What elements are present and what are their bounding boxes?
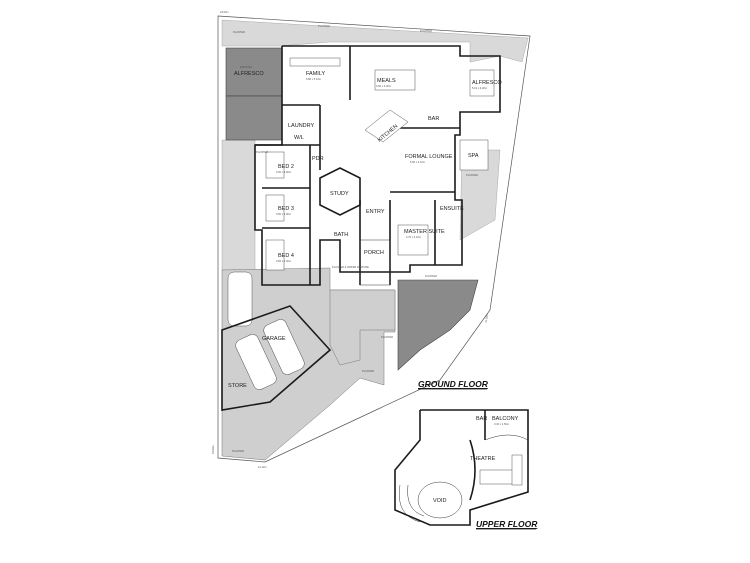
gf-outer-wall (254, 45, 501, 286)
uf-stair-2 (407, 484, 425, 517)
label-meals: MEALS (377, 78, 396, 84)
car-1 (227, 271, 253, 327)
label-formal-lounge: FORMAL LOUNGE (405, 154, 453, 160)
porch-box (359, 239, 391, 286)
label-meals-dim: 4.50 x 3.40m (376, 84, 391, 88)
paving-mid (329, 289, 396, 366)
sofa-family (289, 57, 341, 67)
uf-theatre-side (511, 454, 523, 486)
label-garage: GARAGE (262, 336, 286, 342)
planter-label: PLANTER (318, 24, 330, 28)
dark-area-left (225, 95, 283, 141)
planter-label: PLANTER (420, 29, 432, 33)
label-family-dim: 6.80 x 5.10m (306, 77, 321, 81)
label-bed4: BED 4 (278, 253, 294, 259)
label-family: FAMILY (306, 71, 325, 77)
label-laundry: LAUNDRY (288, 123, 315, 129)
planter-label: PLANTER (232, 449, 244, 453)
label-study: STUDY (330, 191, 349, 197)
planter-label: PLANTER (256, 150, 268, 154)
dim-right: 31.59m (484, 314, 489, 323)
upper-floor-title: UPPER FLOOR (476, 519, 538, 529)
planter-label: PLANTER (362, 369, 374, 373)
label-master-suite: MASTER SUITE (404, 229, 445, 235)
dim-left: 33.64m (211, 445, 215, 454)
label-bed2: BED 2 (278, 164, 294, 170)
label-bed4-dim: 3.50 x 3.40m (276, 259, 291, 263)
uf-label-balcony-dim: 3.40 x 1.50m (494, 422, 509, 426)
site-boundary (217, 15, 531, 463)
label-alfresco-right: ALFRESCO (472, 80, 502, 86)
uf-label-void: VOID (433, 498, 446, 504)
paving-left (221, 139, 256, 271)
label-master-suite-dim: 4.70 x 4.10m (406, 235, 421, 239)
bed-master (397, 224, 429, 256)
uf-theatre-curve (469, 439, 476, 501)
uf-label-balcony: BALCONY (492, 416, 519, 422)
label-wil: W/L (294, 135, 304, 141)
label-ensuite: ENSUITE (440, 206, 464, 212)
bed-3-furn (265, 194, 285, 222)
label-store: STORE (228, 383, 247, 389)
meals-table (374, 69, 416, 91)
label-bed3: BED 3 (278, 206, 294, 212)
uf-balcony-curve (484, 434, 529, 441)
uf-label-theatre: THEATRE (470, 456, 496, 462)
kitchen-island (364, 109, 409, 143)
alfresco-table (469, 69, 495, 97)
label-porch: PORCH (364, 250, 384, 256)
planter-label: PLANTER (425, 274, 437, 278)
label-bar: BAR (428, 116, 439, 122)
label-pdr: PDR (312, 156, 324, 162)
planter-label: PLANTER (466, 173, 478, 177)
dim-top: 23.03m (220, 10, 229, 14)
dark-area-right (397, 279, 479, 371)
label-alfresco-right-dim: 5.10 x 3.20m (472, 86, 487, 90)
label-alfresco-left-sub: EXISTING (240, 65, 252, 69)
label-bath: BATH (334, 232, 348, 238)
label-bed3-dim: 3.50 x 3.00m (276, 212, 291, 216)
paving-top (221, 19, 529, 63)
ground-floor-title: GROUND FLOOR (418, 379, 489, 389)
spa-pool (459, 139, 489, 171)
planter-label: PLANTER (233, 30, 245, 34)
uf-stair (398, 484, 421, 523)
label-alfresco-left: ALFRESCO (234, 71, 264, 77)
uf-label-bar: BAR (476, 416, 487, 422)
label-entry: ENTRY (366, 209, 385, 215)
uf-outer-wall (394, 409, 529, 526)
label-spa: SPA (468, 153, 479, 159)
label-formal-lounge-dim: 5.00 x 4.10m (410, 160, 425, 164)
dim-bottom: 12.12m (258, 465, 267, 469)
uf-void (417, 481, 463, 519)
car-3 (263, 319, 305, 375)
car-2 (235, 334, 277, 390)
bed-2-furn (265, 151, 285, 179)
garage-outline (221, 305, 332, 411)
label-bed2-dim: 3.50 x 3.00m (276, 170, 291, 174)
bed-4-furn (265, 239, 285, 271)
planter-label: PLANTER (381, 335, 393, 339)
planter-feature-label: PLANTER & WATER FEATURE (332, 265, 369, 269)
